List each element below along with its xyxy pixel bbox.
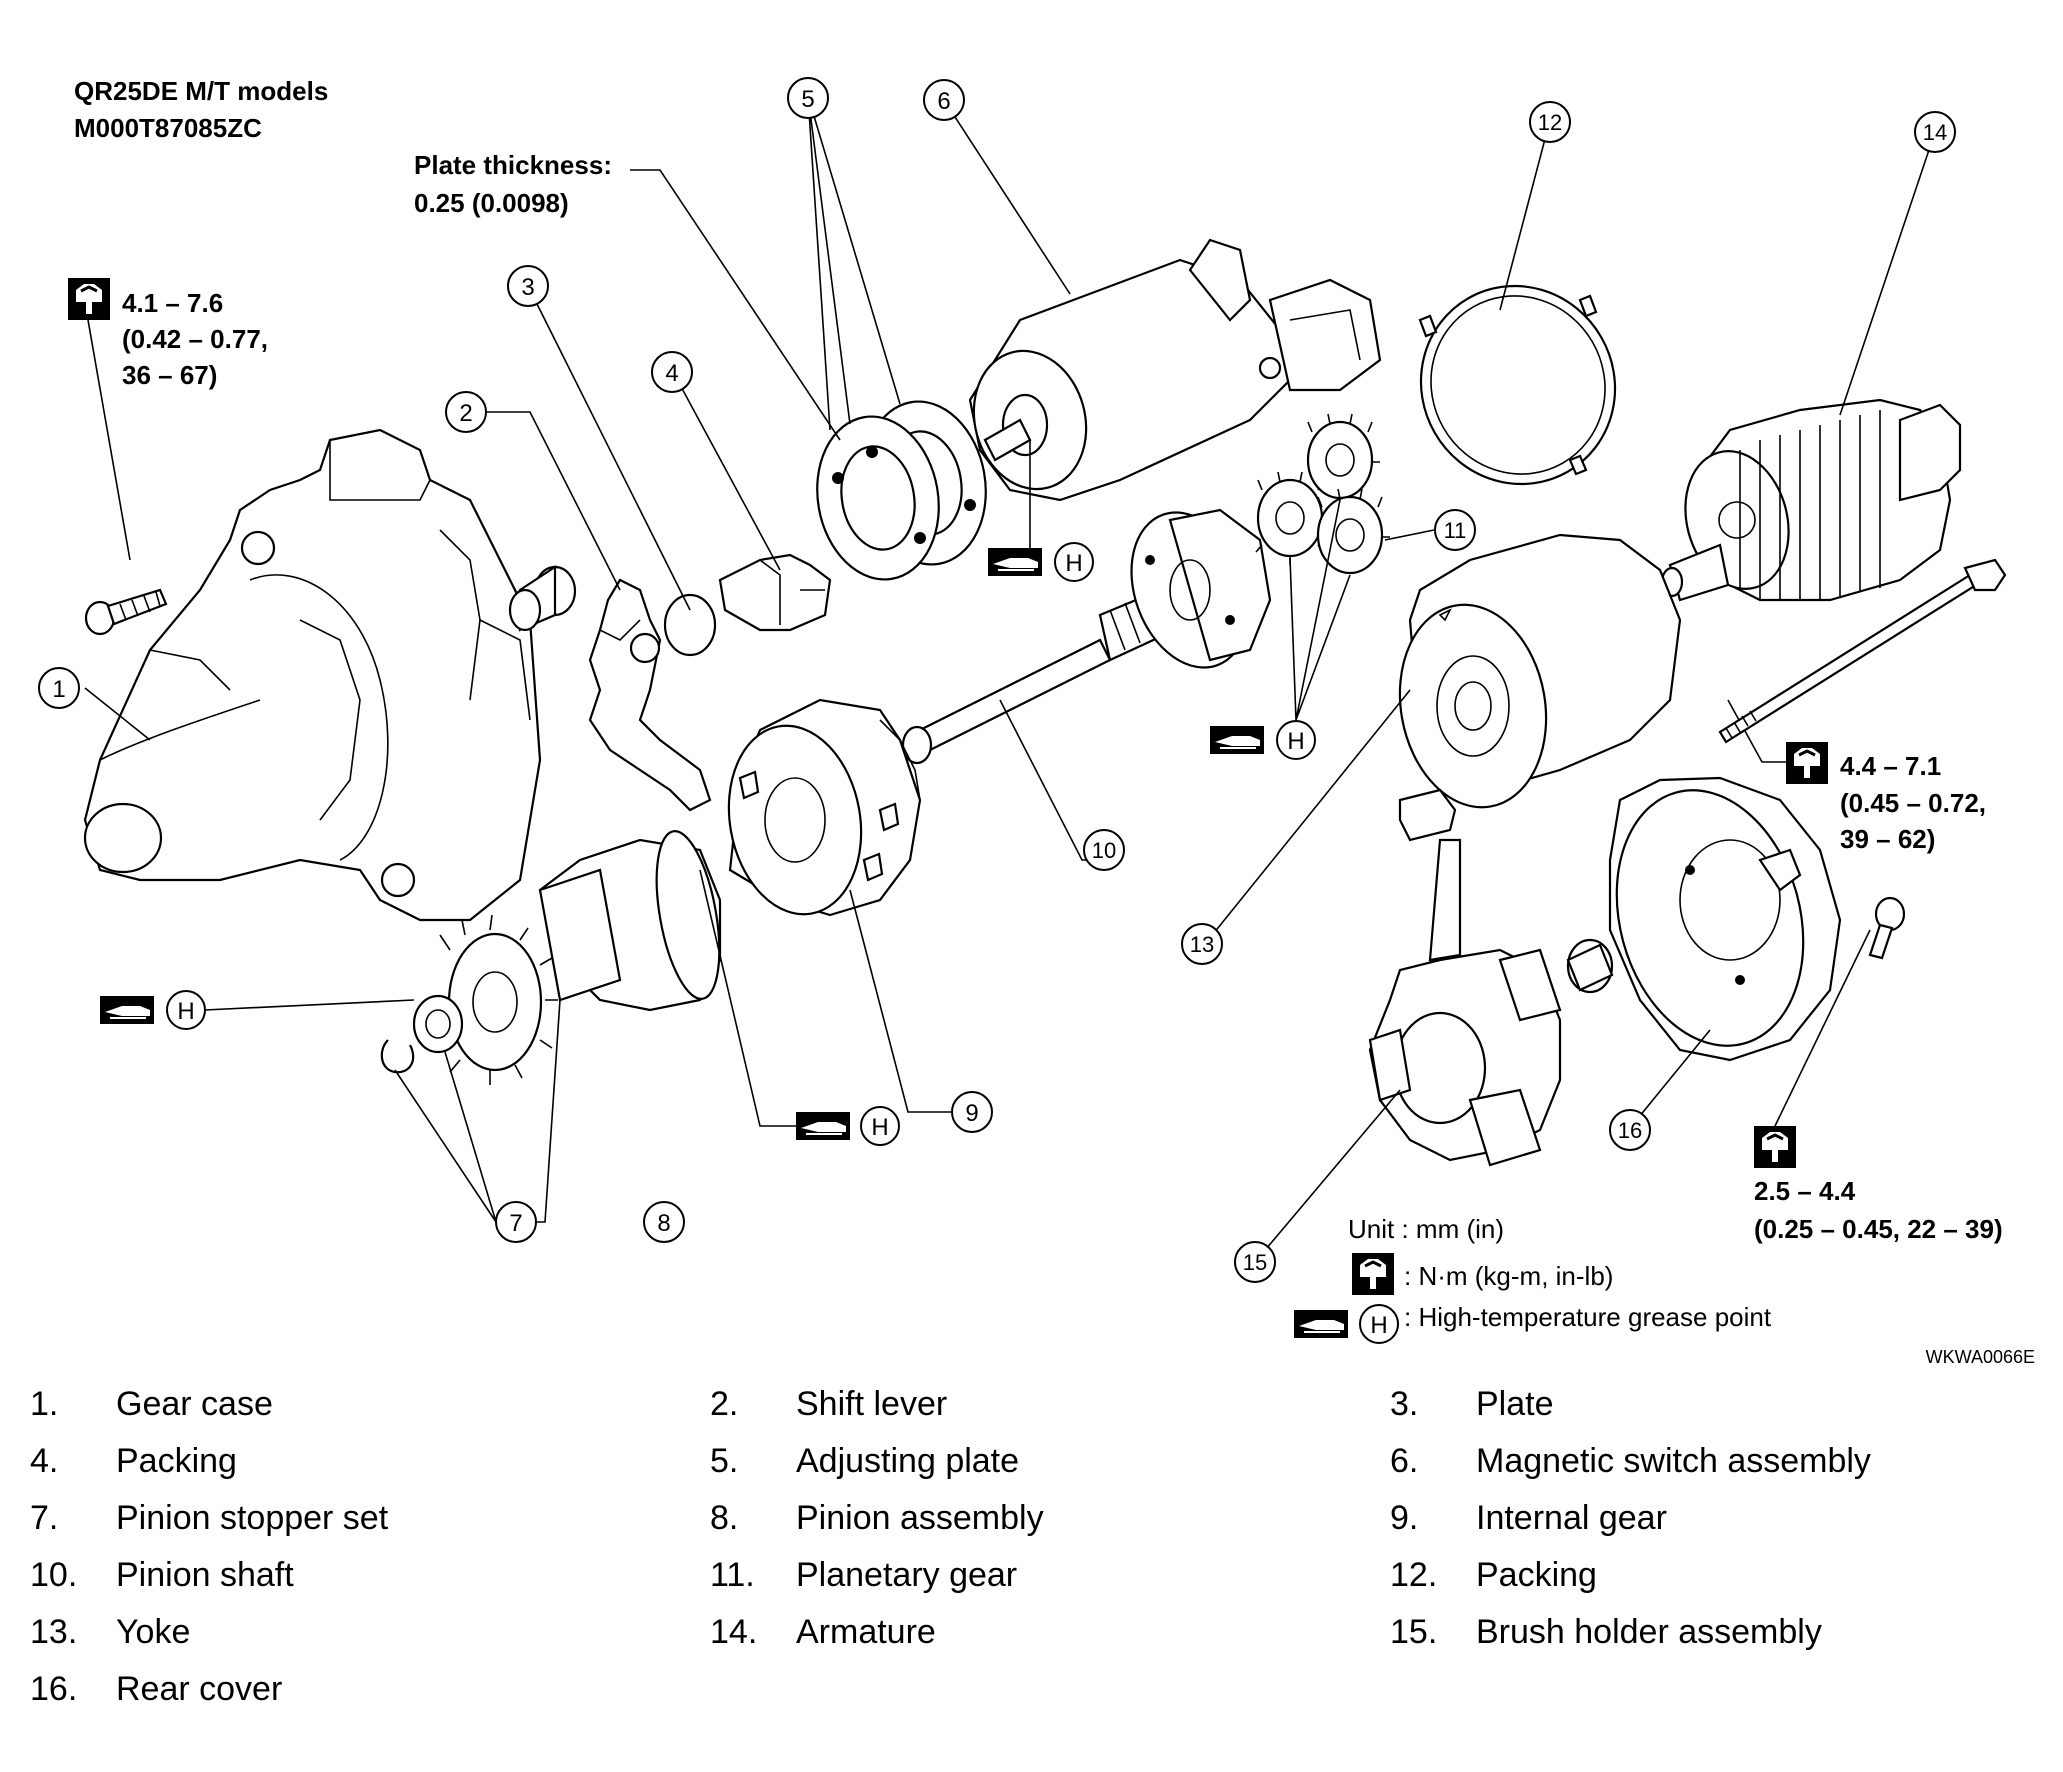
magnetic-switch-assembly <box>968 238 1382 502</box>
svg-text:1: 1 <box>52 676 65 703</box>
unit-line: Unit : mm (in) <box>1348 1214 1504 1244</box>
plate-thickness-label: Plate thickness: <box>414 150 612 180</box>
callout-8: 8 <box>643 1201 685 1243</box>
rear-bushing <box>1566 938 1614 994</box>
svg-text:15: 15 <box>1243 1250 1267 1275</box>
torque-wrench-icon <box>1752 1124 1798 1170</box>
torque-through-bolt-line3: 39 – 62) <box>1840 824 1935 854</box>
torque-unit-note: : N·m (kg-m, in-lb) <box>1404 1261 1613 1291</box>
svg-text:13: 13 <box>1190 932 1214 957</box>
rear-cover <box>1608 776 1842 1062</box>
svg-text:14: 14 <box>1923 120 1947 145</box>
legend-row: 10.Pinion shaft 11.Planetary gear 12.Pac… <box>30 1556 1597 1594</box>
legend-row: 16.Rear cover <box>30 1670 283 1708</box>
model-line: QR25DE M/T models <box>74 76 328 106</box>
callout-9: 9 <box>951 1091 993 1133</box>
callout-13: 13 <box>1181 923 1223 965</box>
figure-id: WKWA0066E <box>1926 1347 2035 1367</box>
bushing <box>508 564 577 632</box>
legend-row: 1.Gear case 2.Shift lever 3.Plate <box>30 1385 1554 1423</box>
svg-text:10: 10 <box>1092 838 1116 863</box>
torque-wrench-icon <box>66 276 112 322</box>
starter-exploded-diagram: QR25DE M/T models M000T87085ZC Plate thi… <box>38 76 2035 1367</box>
svg-text:8: 8 <box>657 1210 670 1237</box>
callout-12: 12 <box>1529 101 1571 143</box>
adjusting-plates <box>816 400 987 581</box>
callout-10: 10 <box>1083 829 1125 871</box>
rear-cover-bolt <box>1868 896 1906 960</box>
svg-text:2: 2 <box>459 400 472 427</box>
svg-text:16: 16 <box>1618 1118 1642 1143</box>
torque-through-bolt-line2: (0.45 – 0.72, <box>1840 788 1986 818</box>
code-line: M000T87085ZC <box>74 113 262 143</box>
plate <box>663 593 717 657</box>
pinion-stopper-set <box>380 994 464 1074</box>
internal-gear <box>727 698 922 917</box>
callout-15: 15 <box>1234 1241 1276 1283</box>
torque-gear-case-line1: 4.1 – 7.6 <box>122 288 223 318</box>
callout-16: 16 <box>1609 1109 1651 1151</box>
svg-text:11: 11 <box>1444 518 1467 543</box>
torque-wrench-icon <box>1784 740 1830 786</box>
svg-text:6: 6 <box>937 88 950 115</box>
plate-thickness-value: 0.25 (0.0098) <box>414 188 569 218</box>
callout-5: 5 <box>787 77 829 119</box>
svg-text:4: 4 <box>665 360 678 387</box>
callout-3: 3 <box>507 265 549 307</box>
svg-text:7: 7 <box>509 1210 522 1237</box>
pinion-assembly <box>435 830 722 1085</box>
grease-note: : High-temperature grease point <box>1404 1302 1772 1332</box>
callout-1: 1 <box>38 667 80 709</box>
svg-text:9: 9 <box>965 1100 978 1127</box>
callout-7: 7 <box>495 1201 537 1243</box>
grease-point-magnetic-switch: H <box>987 542 1094 582</box>
svg-text:H: H <box>1065 550 1082 577</box>
torque-rear-cover-line2: (0.25 – 0.45, 22 – 39) <box>1754 1214 2003 1244</box>
svg-text:H: H <box>871 1114 888 1141</box>
svg-text:12: 12 <box>1538 110 1562 135</box>
callout-4: 4 <box>651 351 693 393</box>
brush-holder-assembly <box>1368 788 1562 1167</box>
pinion-shaft <box>901 508 1272 765</box>
grease-point-icon <box>1293 1309 1349 1339</box>
yoke <box>1398 533 1682 809</box>
torque-wrench-icon <box>1350 1251 1396 1297</box>
shift-lever <box>588 578 712 812</box>
legend-row: 13.Yoke 14.Armature 15.Brush holder asse… <box>30 1613 1822 1651</box>
torque-through-bolt-line1: 4.4 – 7.1 <box>1840 751 1941 781</box>
svg-text:5: 5 <box>801 86 814 113</box>
grease-point-internal-gear: H <box>795 1106 900 1146</box>
through-bolt <box>1718 558 2007 744</box>
callout-14: 14 <box>1914 111 1956 153</box>
grease-point-planetary: H <box>1209 720 1316 760</box>
parts-legend: 1.Gear case 2.Shift lever 3.Plate 4.Pack… <box>30 1385 2030 1727</box>
callout-11: 11 <box>1434 509 1476 551</box>
svg-text:H: H <box>1287 728 1304 755</box>
packing-4 <box>718 553 832 632</box>
torque-gear-case-line3: 36 – 67) <box>122 360 217 390</box>
svg-text:3: 3 <box>521 274 534 301</box>
svg-text:H: H <box>177 998 194 1025</box>
callout-2: 2 <box>445 391 487 433</box>
torque-gear-case-line2: (0.42 – 0.77, <box>122 324 268 354</box>
legend-row: 7.Pinion stopper set 8.Pinion assembly 9… <box>30 1499 1667 1537</box>
grease-letter: H <box>1370 1312 1387 1339</box>
legend-row: 4.Packing 5.Adjusting plate 6.Magnetic s… <box>30 1442 1871 1480</box>
gear-case <box>83 428 542 922</box>
armature <box>1660 398 1962 602</box>
torque-rear-cover-line1: 2.5 – 4.4 <box>1754 1176 1856 1206</box>
planetary-gears <box>1255 413 1390 575</box>
grease-point-pinion: H <box>99 990 206 1030</box>
gear-case-bolt <box>84 588 168 636</box>
callout-6: 6 <box>923 79 965 121</box>
packing-12 <box>1418 284 1617 486</box>
